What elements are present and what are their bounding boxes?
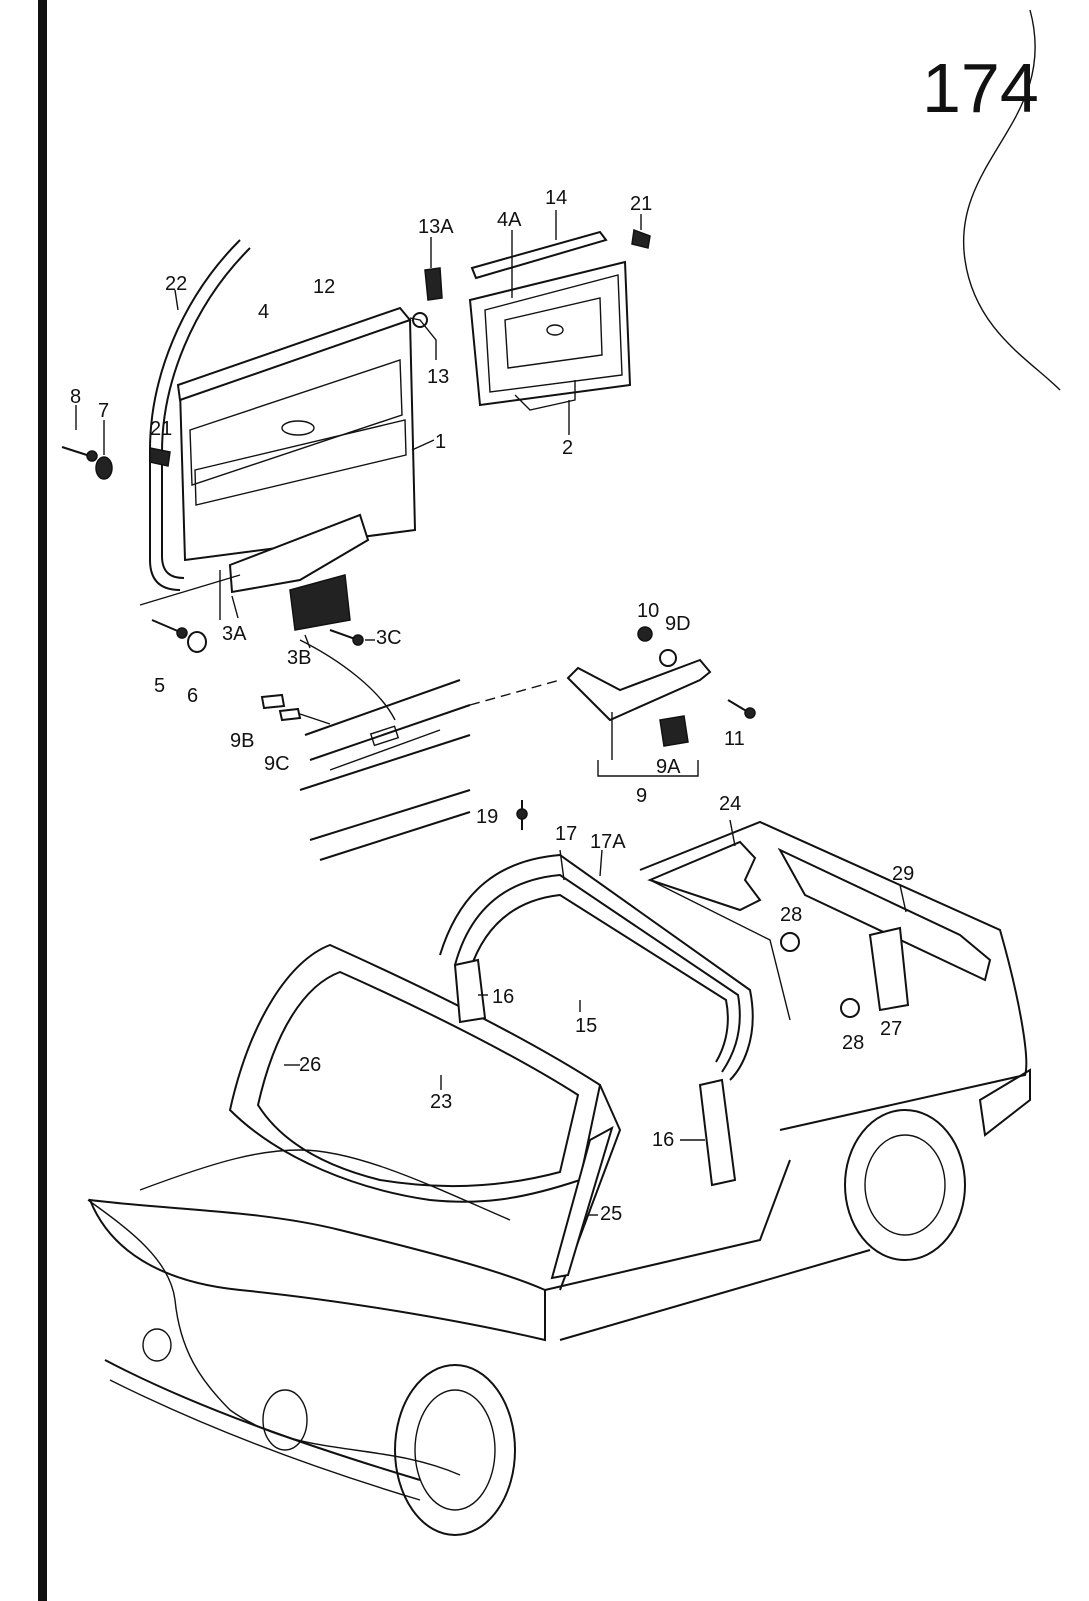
grab-handle: [566, 658, 712, 722]
rear-wheel: [844, 1109, 966, 1261]
clip-28-upper: [780, 932, 800, 952]
clip-9b: [260, 693, 286, 710]
label-9b: 9B: [230, 730, 254, 752]
armrest: [228, 513, 370, 594]
upper-strip: [470, 230, 608, 280]
label-16-lower: 16: [652, 1129, 674, 1151]
top-frame: [439, 853, 754, 1081]
label-4a: 4A: [497, 209, 522, 231]
cap-6: [187, 631, 207, 653]
label-16-upper: 16: [492, 986, 514, 1008]
cap-9d: [659, 649, 677, 667]
vw-emblem: [142, 1328, 172, 1362]
front-wheel: [394, 1364, 516, 1536]
label-9d: 9D: [665, 613, 691, 635]
panel-24: [647, 840, 762, 912]
clip-21-left: [149, 447, 171, 467]
screw-10: [637, 626, 653, 642]
label-23: 23: [430, 1091, 452, 1113]
label-28-lower: 28: [842, 1032, 864, 1054]
door-pocket: [289, 574, 351, 631]
page-number: 174: [922, 49, 1039, 127]
label-13a: 13A: [418, 216, 454, 238]
label-10: 10: [637, 600, 659, 622]
label-11: 11: [724, 728, 745, 750]
rear-bumper: [978, 1068, 1031, 1137]
door-frame-section: [299, 679, 471, 861]
label-24: 24: [719, 793, 741, 815]
label-9: 9: [636, 785, 647, 807]
clip-28-lower: [840, 998, 860, 1018]
label-3c: 3C: [376, 627, 402, 649]
door-frame-group: [260, 626, 756, 861]
label-17a: 17A: [590, 831, 626, 853]
label-21-left: 21: [150, 418, 172, 440]
clip-21-top: [631, 228, 651, 249]
convertible-car: [87, 800, 1031, 1536]
label-13: 13: [427, 366, 449, 388]
headlight: [262, 1389, 308, 1451]
screw-8: [61, 446, 91, 457]
clip-9c: [278, 707, 302, 722]
screw-5: [151, 619, 181, 633]
label-5: 5: [154, 675, 165, 697]
clip-13a: [424, 267, 443, 301]
rear-rail: [777, 847, 992, 982]
hood: [88, 1198, 546, 1342]
cap-7: [95, 456, 113, 480]
label-9c: 9C: [264, 753, 290, 775]
scan-curve-line: [962, 9, 1061, 391]
label-15: 15: [575, 1015, 597, 1037]
seal-16-left: [453, 958, 487, 1024]
label-19: 19: [476, 806, 498, 828]
bracket-9: [597, 760, 699, 777]
label-29: 29: [892, 863, 914, 885]
seal-25: [550, 1125, 614, 1280]
label-12: 12: [313, 276, 335, 298]
label-6: 6: [187, 685, 198, 707]
page-binding-edge: [38, 0, 47, 1601]
label-28-upper: 28: [780, 904, 802, 926]
label-14: 14: [545, 187, 567, 209]
seal-27: [868, 926, 910, 1012]
label-2: 2: [562, 437, 573, 459]
label-7: 7: [98, 400, 109, 422]
handle-bracket-9a: [659, 715, 689, 747]
label-3b: 3B: [287, 647, 311, 669]
label-9a: 9A: [656, 756, 681, 778]
door-trim-group: [61, 210, 651, 653]
label-4: 4: [258, 301, 269, 323]
label-27: 27: [880, 1018, 902, 1040]
label-3a: 3A: [222, 623, 247, 645]
antenna-wire: [87, 1199, 461, 1476]
label-17: 17: [555, 823, 577, 845]
label-1: 1: [435, 431, 446, 453]
label-25: 25: [600, 1203, 622, 1225]
label-8: 8: [70, 386, 81, 408]
windshield-frame: [228, 943, 602, 1203]
screw-11: [727, 699, 749, 713]
seal-16-right: [698, 1078, 737, 1187]
window-seal-strip: [149, 239, 241, 591]
label-22: 22: [165, 273, 187, 295]
rear-deck: [639, 820, 1028, 1131]
label-26: 26: [299, 1054, 321, 1076]
door-top-strip: [176, 306, 412, 402]
label-21-top: 21: [630, 193, 652, 215]
